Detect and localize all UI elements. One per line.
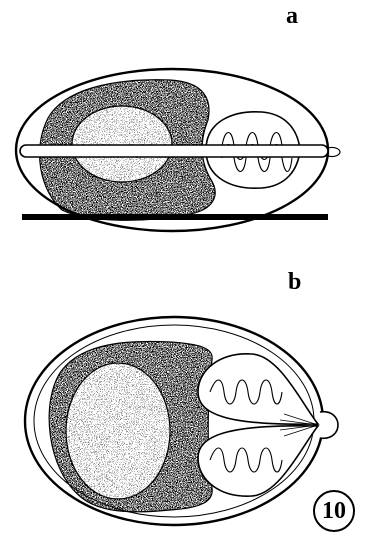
operculum-b	[320, 412, 338, 439]
central-rod-a	[20, 145, 328, 157]
base-line-a	[22, 214, 328, 220]
panel-label-a: a	[286, 4, 298, 28]
figure-number-badge: 10	[313, 490, 355, 532]
panel-label-b: b	[288, 270, 301, 294]
panel-b-drawing	[25, 317, 338, 525]
figure-number-text: 10	[322, 498, 346, 525]
panel-a-drawing	[16, 69, 340, 231]
